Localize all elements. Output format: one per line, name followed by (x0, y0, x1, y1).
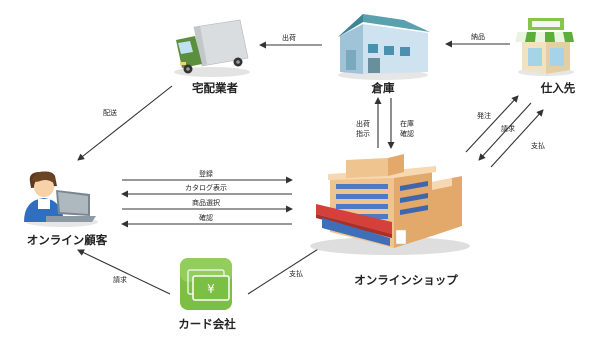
arrow-supplier-to-shop (478, 102, 532, 161)
edge-label-pay-supplier: 支払 (531, 141, 545, 150)
edge-label-ship-instr-1: 出荷 (356, 119, 370, 128)
warehouse-label: 倉庫 (371, 81, 395, 95)
arrow-delivery-to-customer (77, 85, 173, 161)
delivery-label: 宅配業者 (192, 81, 238, 95)
edge-label-delivery-out: 配送 (103, 108, 117, 117)
supplier-label: 仕入先 (540, 81, 576, 95)
edge-label-order: 発注 (477, 111, 491, 120)
edge-label-invoice-supplier: 請求 (501, 124, 515, 133)
edge-label-register: 登録 (199, 169, 213, 178)
edge-label-confirm: 確認 (199, 213, 213, 222)
edge-label-delivery-in: 納品 (471, 32, 485, 41)
arrows (77, 40, 544, 295)
arrow-shop-to-supplier-payment (490, 109, 544, 168)
arrow-card-to-shop (247, 243, 327, 295)
edge-label-stock-1: 在庫 (400, 119, 414, 128)
edge-label-pay-card: 支払 (289, 269, 303, 278)
edge-label-ship-instr-2: 指示 (356, 129, 370, 138)
card-cash-icon: ¥ (180, 258, 232, 310)
arrow-card-to-customer (77, 249, 171, 295)
customer-label: オンライン顧客 (27, 233, 108, 247)
edge-label-catalog: カタログ表示 (185, 183, 227, 192)
card-label: カード会社 (178, 317, 236, 331)
arrow-shop-to-supplier (465, 95, 519, 153)
edge-label-shipping: 出荷 (282, 33, 296, 42)
store-icon (516, 18, 574, 76)
edge-label-invoice-card: 請求 (113, 275, 127, 284)
customer-at-laptop-icon (24, 171, 98, 227)
edge-labels: 出荷 納品 配送 出荷 指示 在庫 確認 発注 請求 支払 登録 カタログ表示 … (103, 32, 545, 284)
warehouse-icon (338, 14, 430, 80)
shop-building-icon (310, 154, 470, 255)
shop-label: オンラインショップ (354, 273, 458, 287)
delivery-truck-icon (174, 19, 250, 77)
edge-label-select: 商品選択 (192, 198, 220, 207)
edge-label-stock-2: 確認 (400, 129, 414, 138)
card-yen-glyph: ¥ (207, 282, 215, 296)
